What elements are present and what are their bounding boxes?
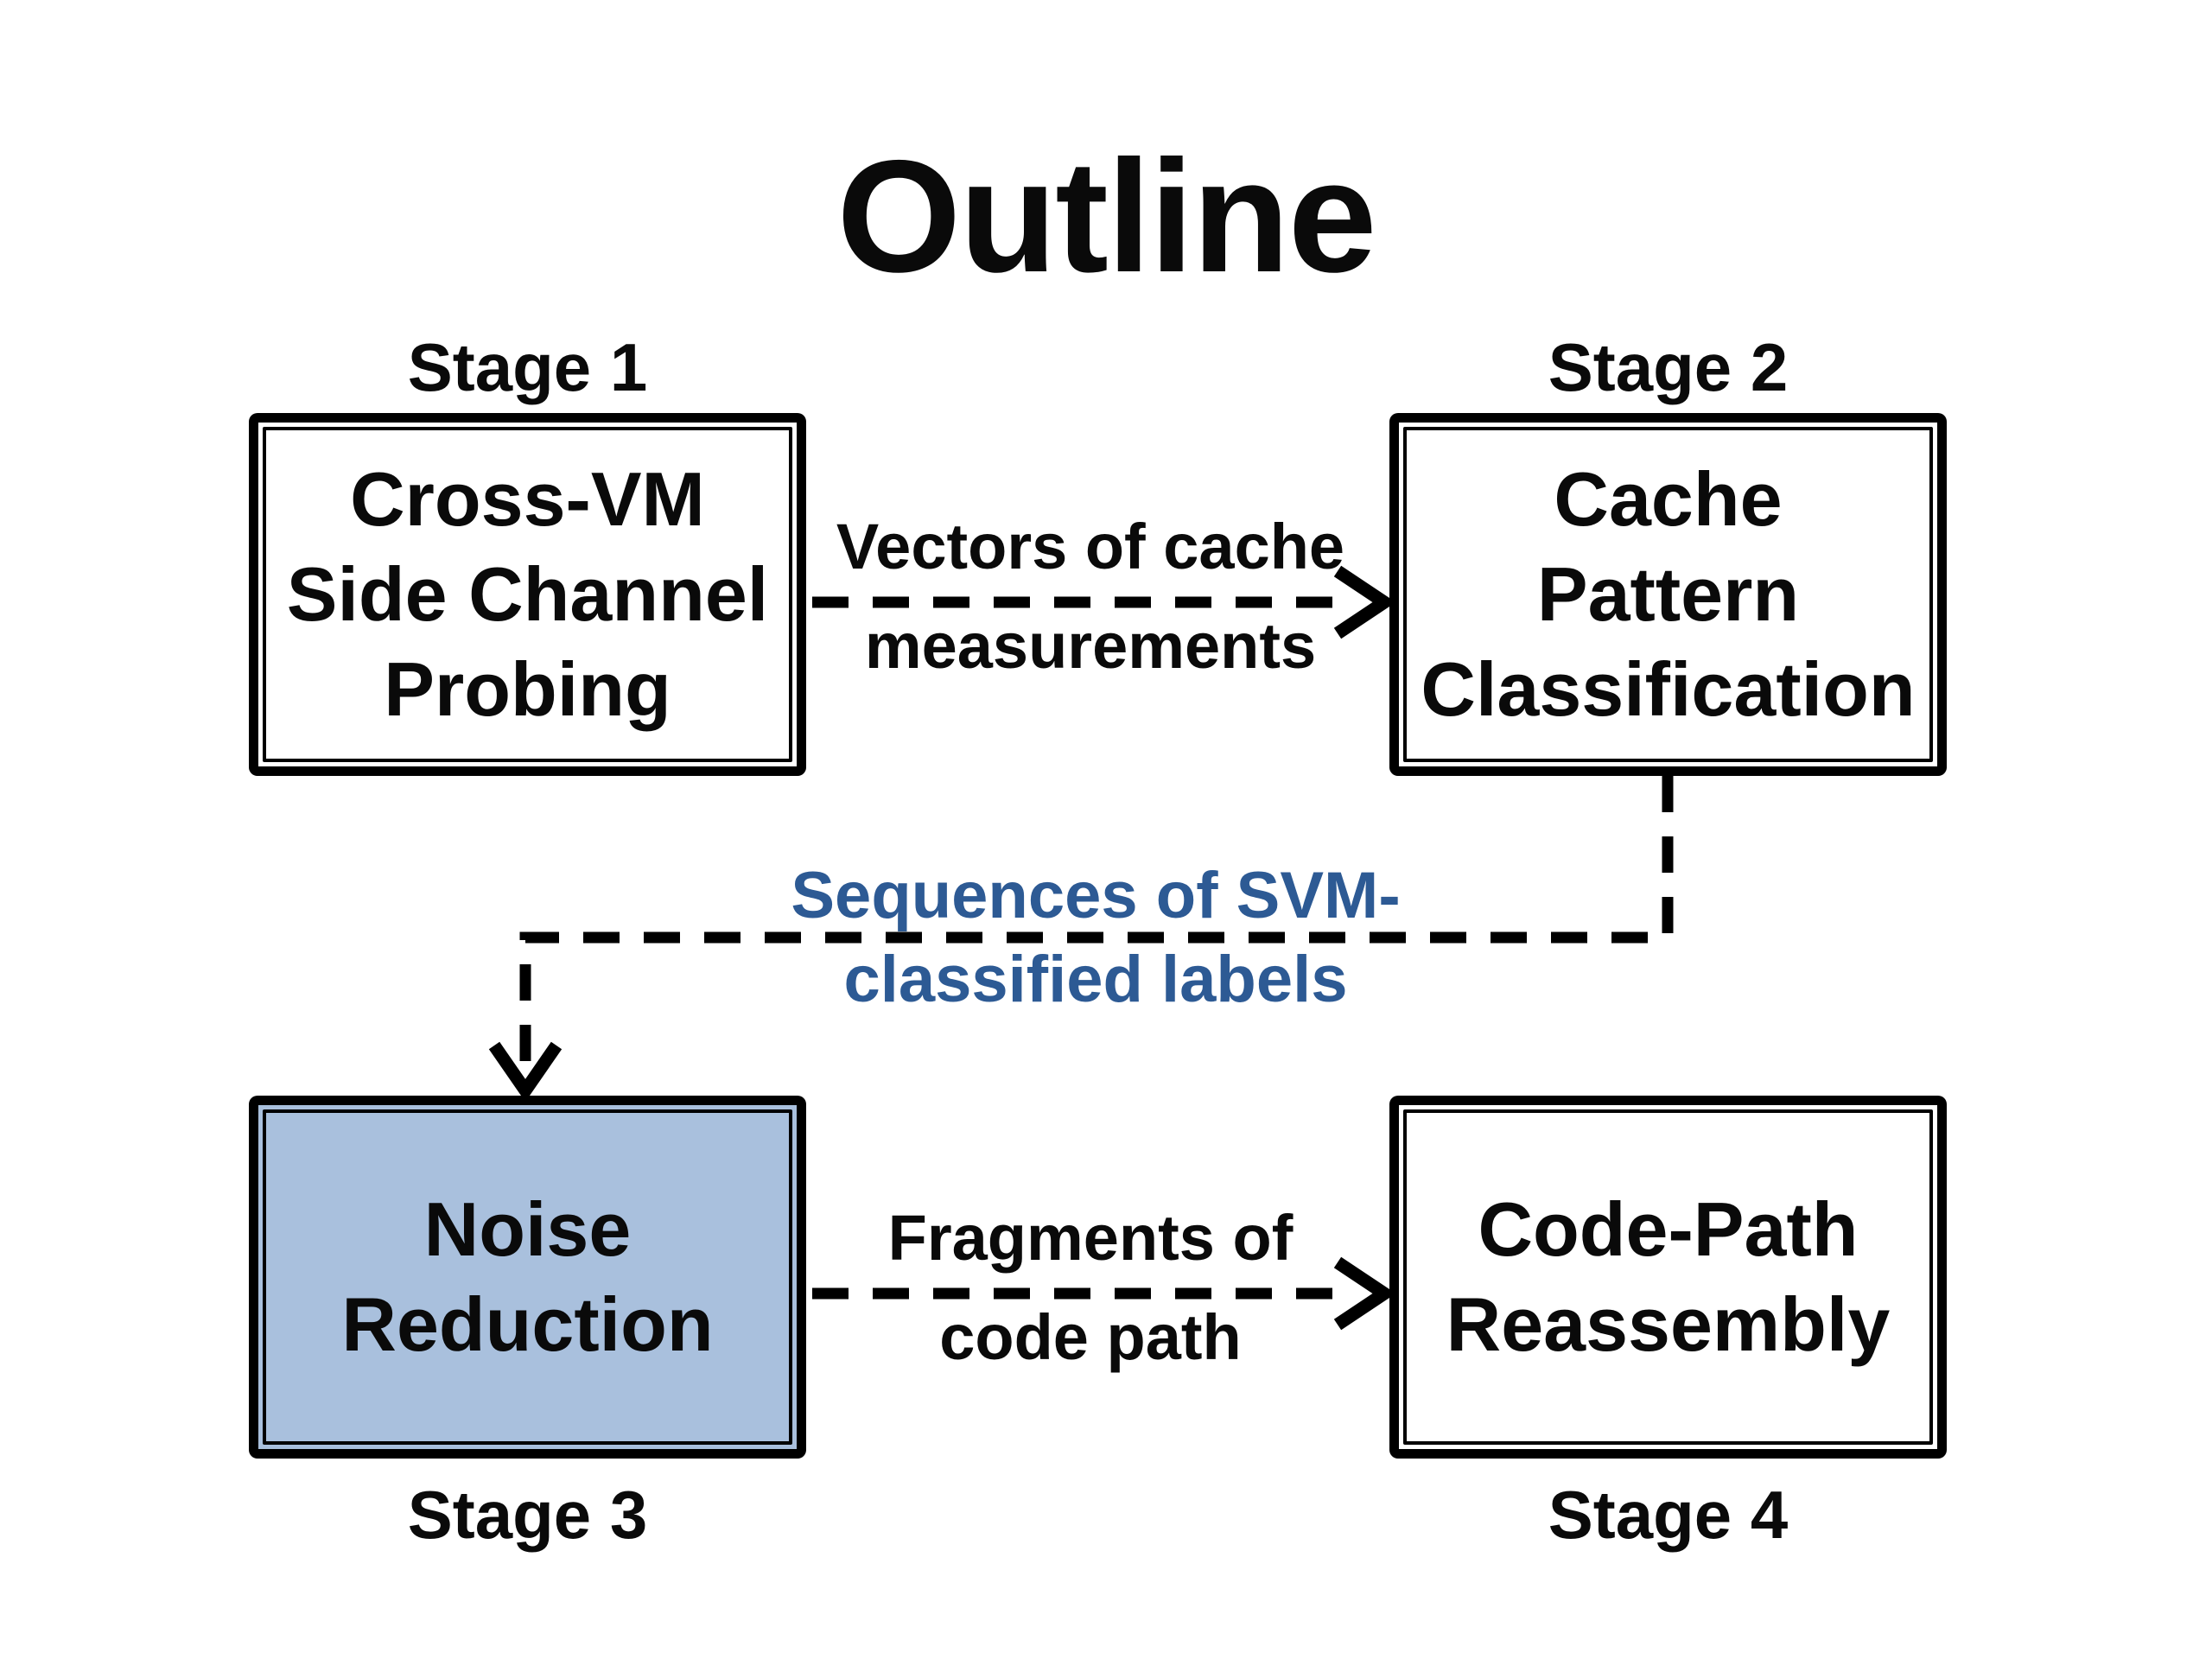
- stage3-label: Stage 3: [407, 1477, 648, 1553]
- stage2-box: Cache Pattern Classification: [1389, 413, 1947, 776]
- stage1-label: Stage 1: [407, 329, 648, 405]
- stage4-box: Code-Path Reassembly: [1389, 1096, 1947, 1459]
- arrowhead-down-icon: [488, 1041, 563, 1103]
- stage4-box-text: Code-Path Reassembly: [1446, 1186, 1891, 1367]
- stage1-box: Cross-VM Side Channel Probing: [249, 413, 806, 776]
- arrow1-label-line2: measurements: [864, 610, 1317, 682]
- stage3-box-highlighted: Noise Reduction: [249, 1096, 806, 1459]
- stage2-label: Stage 2: [1548, 329, 1789, 405]
- stage3-box-text: Noise Reduction: [341, 1186, 714, 1367]
- arrow2-label-line2: classified labels: [843, 943, 1348, 1016]
- stage1-box-inner: Cross-VM Side Channel Probing: [263, 427, 792, 762]
- arrow1-label-line1: Vectors of cache: [836, 511, 1345, 582]
- stage3-box-inner: Noise Reduction: [263, 1109, 792, 1445]
- stage2-box-text: Cache Pattern Classification: [1421, 456, 1916, 732]
- stage1-box-text: Cross-VM Side Channel Probing: [286, 456, 769, 732]
- slide-title: Outline: [836, 128, 1376, 306]
- stage4-box-inner: Code-Path Reassembly: [1403, 1109, 1933, 1445]
- arrow3-label-line1: Fragments of: [887, 1202, 1294, 1274]
- arrow2-label-line1: Sequences of SVM-: [791, 859, 1401, 932]
- stage4-label: Stage 4: [1548, 1477, 1789, 1553]
- stage2-box-inner: Cache Pattern Classification: [1403, 427, 1933, 762]
- arrow3-label-line2: code path: [939, 1301, 1242, 1373]
